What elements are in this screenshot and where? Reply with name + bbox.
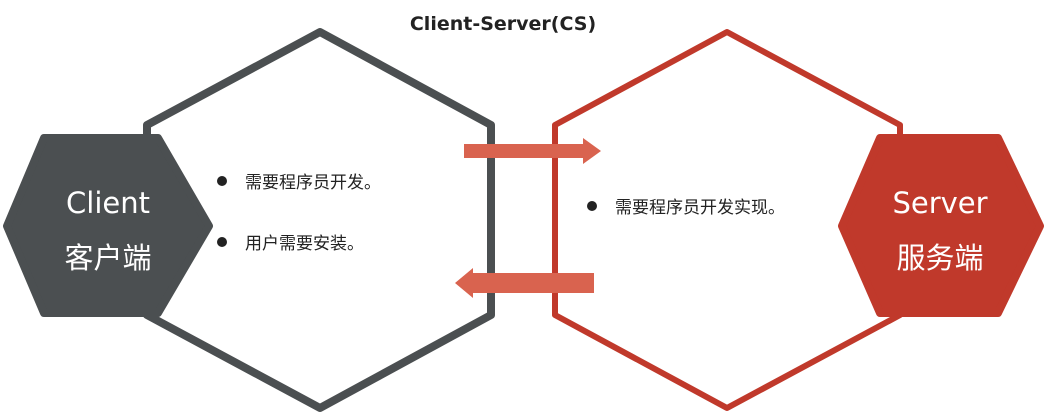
- client-bullet-list: 需要程序员开发。 用户需要安装。: [217, 173, 381, 254]
- server-label-en: Server: [892, 186, 987, 220]
- bullet-dot: [217, 176, 227, 186]
- response-arrow: [455, 268, 594, 298]
- bullet-dot: [217, 237, 227, 247]
- server-badge-shape: [838, 134, 1044, 317]
- bullet-dot: [587, 201, 597, 211]
- client-bullet-item: 需要程序员开发。: [245, 173, 381, 193]
- server-bullet-item: 需要程序员开发实现。: [615, 198, 785, 218]
- request-arrow: [464, 138, 601, 164]
- client-label-en: Client: [66, 186, 150, 220]
- client-badge: Client 客户端: [3, 134, 213, 317]
- diagram-title: Client-Server(CS): [410, 13, 596, 35]
- server-badge: Server 服务端: [838, 134, 1044, 317]
- client-badge-shape: [3, 134, 213, 317]
- client-bullet-item: 用户需要安装。: [245, 234, 364, 254]
- client-label-zh: 客户端: [64, 241, 151, 275]
- server-label-zh: 服务端: [896, 241, 983, 275]
- server-bullet-list: 需要程序员开发实现。: [587, 198, 785, 218]
